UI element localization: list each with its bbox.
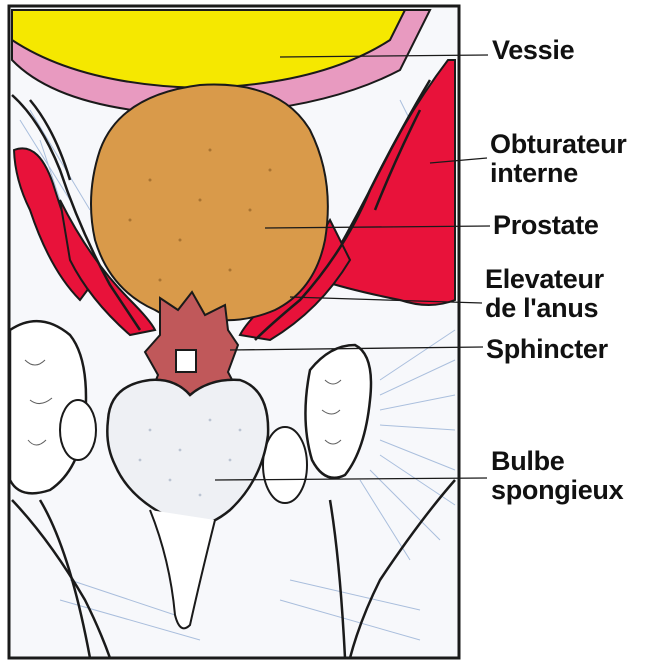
left-crus <box>60 400 96 460</box>
prostate <box>91 85 328 321</box>
right-crus <box>263 427 307 503</box>
label-obturateur-interne: Obturateur interne <box>490 130 627 188</box>
urethra <box>176 350 196 372</box>
label-bulbe-spongieux: Bulbe spongieux <box>491 447 623 505</box>
label-vessie: Vessie <box>492 36 574 65</box>
label-elevateur-anus: Elevateur de l'anus <box>485 265 604 323</box>
label-sphincter: Sphincter <box>486 335 608 364</box>
label-prostate: Prostate <box>493 211 599 240</box>
